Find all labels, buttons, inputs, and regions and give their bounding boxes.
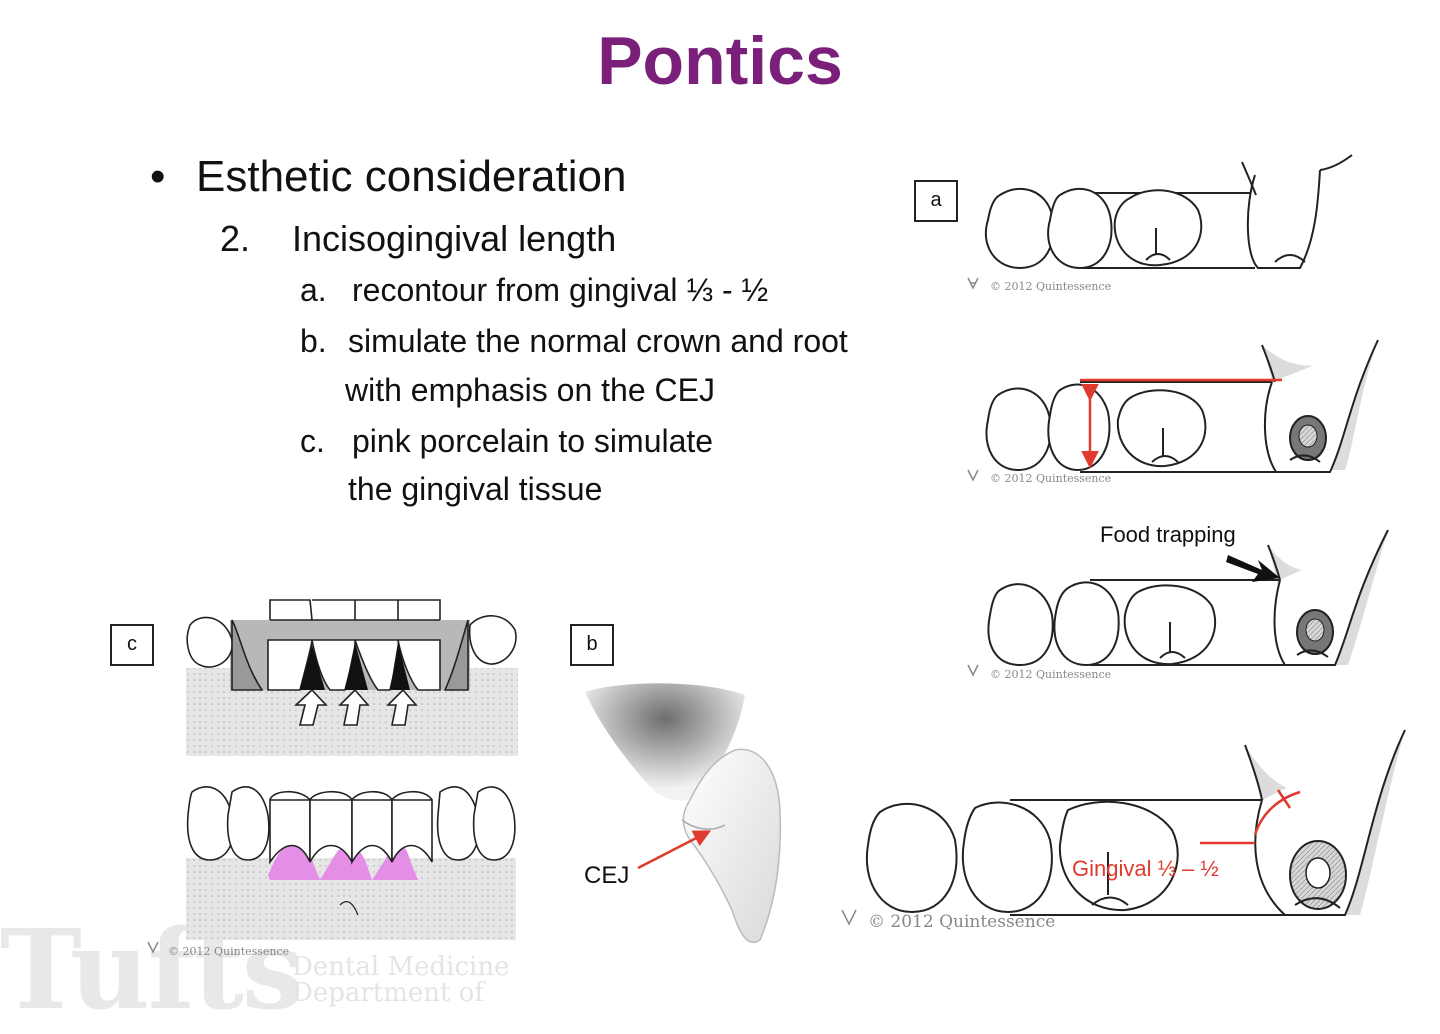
- copyright-logos: [147, 277, 979, 954]
- bullet-heading: Esthetic consideration: [196, 152, 627, 201]
- subitem-c-line-1: pink porcelain to simulate: [352, 423, 714, 459]
- figure-b-tooth: [585, 683, 782, 943]
- gingival-label: Gingival ⅓ – ½: [1072, 856, 1219, 881]
- figure-label-a: a: [914, 180, 958, 222]
- figure-a-panel-2: [985, 339, 1379, 473]
- slide-title: Pontics: [597, 23, 843, 99]
- copyright-panel-1: © 2012 Quintessence: [990, 280, 1112, 293]
- figure-label-b: b: [570, 624, 614, 666]
- figure-a-panel-4: [865, 729, 1406, 916]
- cej-label: CEJ: [584, 862, 630, 889]
- subitem-b-marker: b.: [300, 323, 327, 359]
- item-text: Incisogingival length: [292, 218, 617, 259]
- subitem-a-line-1: recontour from gingival ⅓ - ½: [352, 272, 769, 308]
- copyright-figure-c: © 2012 Quintessence: [168, 945, 290, 958]
- item-number: 2.: [220, 218, 251, 259]
- subitem-c-line-2: the gingival tissue: [348, 471, 603, 507]
- subitem-c-marker: c.: [300, 423, 325, 459]
- copyright-panel-2: © 2012 Quintessence: [990, 472, 1112, 485]
- watermark-line-1: Dental Medicine: [292, 952, 510, 982]
- subitem-b-line-2: with emphasis on the CEJ: [345, 372, 715, 408]
- figure-a-panel-1: [984, 154, 1353, 270]
- figure-a-panel-3: [987, 529, 1389, 667]
- figure-label-c: c: [110, 624, 154, 666]
- copyright-panel-3: © 2012 Quintessence: [990, 668, 1112, 681]
- bullet-symbol: •: [150, 152, 166, 201]
- copyright-panel-4: © 2012 Quintessence: [868, 912, 1056, 932]
- figure-c-top: [186, 599, 518, 756]
- subitem-b-line-1: simulate the normal crown and root: [348, 323, 848, 359]
- subitem-a-marker: a.: [300, 272, 327, 308]
- slide: Tufts Dental Medicine Department of: [0, 23, 1406, 1034]
- figure-c-bottom: [186, 786, 516, 940]
- food-trapping-label: Food trapping: [1100, 522, 1236, 547]
- tooth-illustrations: [147, 154, 1406, 954]
